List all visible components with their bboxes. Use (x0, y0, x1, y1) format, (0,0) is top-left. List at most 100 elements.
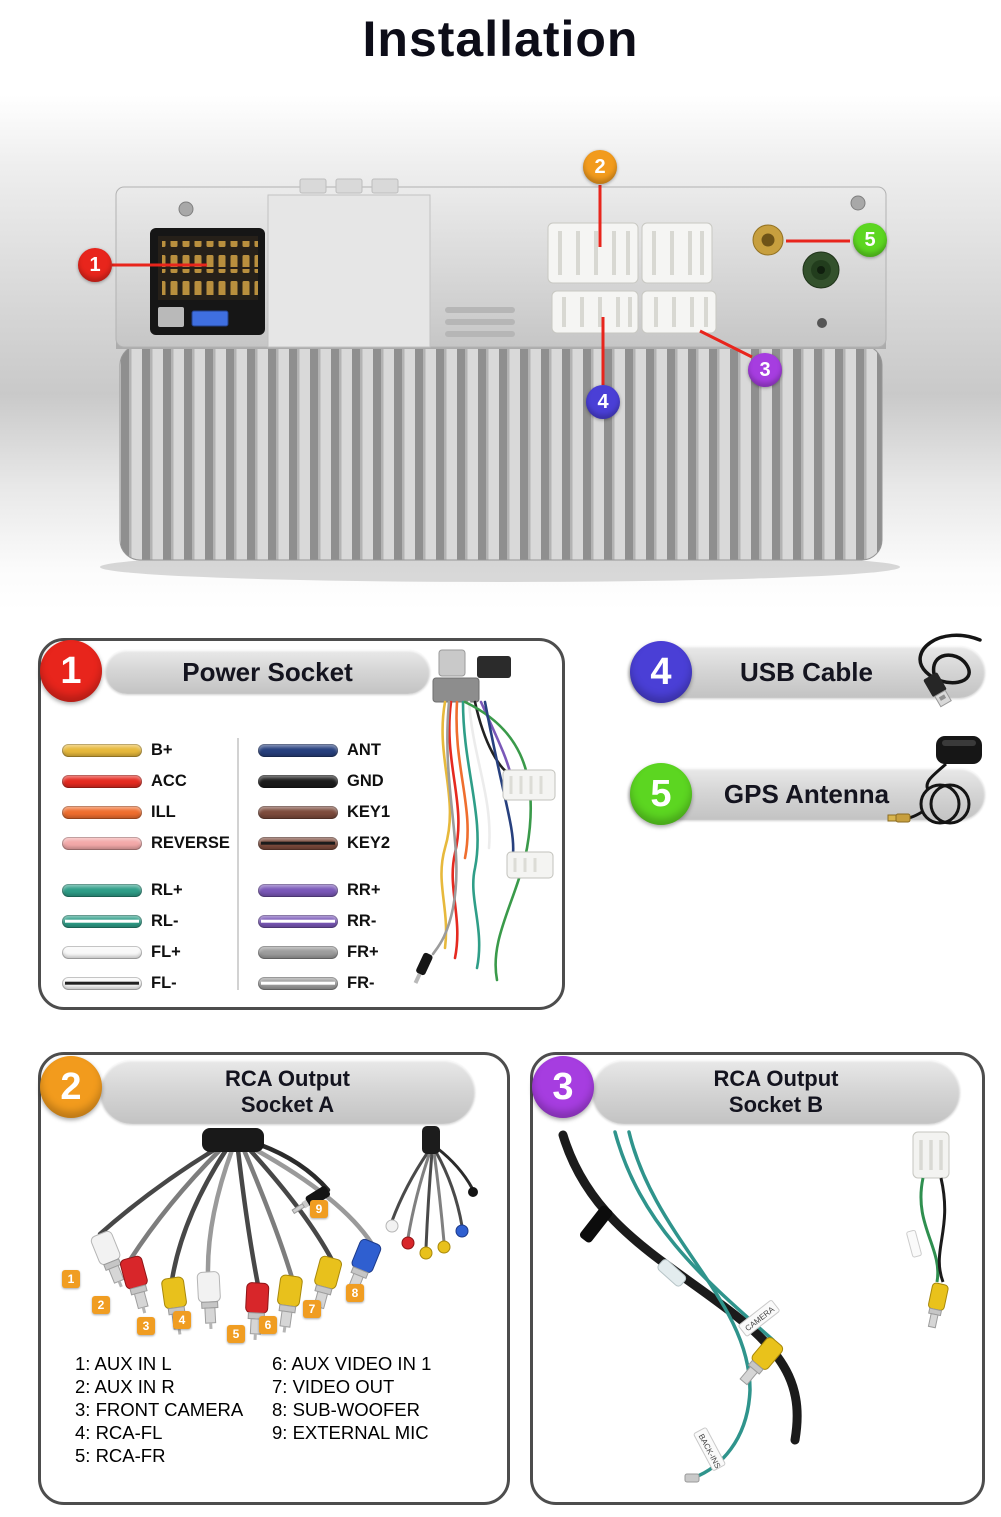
screw (178, 201, 194, 217)
usb-cable-icon (918, 633, 982, 708)
wire-row: RL- (62, 911, 230, 931)
wire-color-swatch (258, 743, 338, 757)
wire-row: GND (258, 771, 390, 791)
wire-label: ANT (347, 740, 381, 759)
rca-a-tag-8: 8 (346, 1284, 364, 1302)
callout-3: 3 (748, 353, 782, 387)
rca-socket-a-badge: 2 (40, 1056, 102, 1118)
legend-divider (237, 738, 239, 990)
wire-label: ACC (151, 771, 187, 790)
wire-color-swatch (258, 883, 338, 897)
wire-row: FR+ (258, 942, 390, 962)
rca-a-tag-6: 6 (259, 1316, 277, 1334)
wire-label: FL+ (151, 942, 181, 961)
wire-label: REVERSE (151, 833, 230, 852)
callout-1: 1 (78, 248, 112, 282)
wire-color-swatch (62, 805, 142, 819)
rca-a-tag-5: 5 (227, 1325, 245, 1343)
wire-row: RR- (258, 911, 390, 931)
wire-label: ILL (151, 802, 176, 821)
legend-entry: 8: SUB-WOOFER (272, 1399, 421, 1420)
wire-color-swatch (62, 976, 142, 990)
rca-a-tag-3: 3 (137, 1317, 155, 1335)
rca-socket-b-section (530, 1052, 985, 1505)
legend-entry: 9: EXTERNAL MIC (272, 1422, 429, 1443)
aux-jack (413, 952, 433, 984)
wire-row: B+ (62, 740, 230, 760)
wire-color-swatch (62, 914, 142, 928)
wire-color-swatch (258, 774, 338, 788)
screw (850, 195, 866, 211)
wire-label: FR+ (347, 942, 379, 961)
legend-entry: 4: RCA-FL (75, 1422, 163, 1443)
wire-color-swatch (62, 774, 142, 788)
wire-color-swatch (62, 883, 142, 897)
wire-color-swatch (258, 945, 338, 959)
gps-antenna-icon (887, 736, 982, 825)
power-socket-title: Power Socket (105, 650, 430, 694)
page-title: Installation (362, 11, 639, 67)
wire-color-swatch (62, 945, 142, 959)
wire-label: RR+ (347, 880, 381, 899)
legend-entry: 1: AUX IN L (75, 1353, 172, 1374)
rca-b-title-line1: RCA Output (713, 1066, 839, 1092)
wire-row: FR- (258, 973, 390, 993)
wire-label: FR- (347, 973, 375, 992)
rca-socket-b-connector (551, 290, 717, 334)
legend-entry: 6: AUX VIDEO IN 1 (272, 1353, 432, 1374)
wire-legend-left: B+ ACC ILL REVERSE RL+ RL- FL+ FL- (62, 740, 230, 1004)
wire-color-swatch (62, 743, 142, 757)
callout-lines (112, 185, 850, 385)
rca-b-title-line2: Socket B (728, 1092, 824, 1117)
wire-label: B+ (151, 740, 173, 759)
wire-row: RR+ (258, 880, 390, 900)
wire-row: ANT (258, 740, 390, 760)
wire-row: ACC (62, 771, 230, 791)
callout-2: 2 (583, 150, 617, 184)
rca-socket-a-title: RCA Output Socket A (100, 1060, 475, 1124)
power-socket-badge: 1 (40, 640, 102, 702)
wire-color-swatch (258, 805, 338, 819)
wire-label: GND (347, 771, 384, 790)
legend-entry: 5: RCA-FR (75, 1445, 166, 1466)
rca-socket-b-badge: 3 (532, 1056, 594, 1118)
wire-label: RL- (151, 911, 179, 930)
rca-a-title-line2: Socket A (240, 1092, 335, 1117)
back-ins-wire-tag: BACK-INS (693, 1427, 726, 1471)
rca-a-title-line1: RCA Output (224, 1066, 351, 1092)
wire-row: REVERSE (62, 833, 230, 853)
legend-entry: 7: VIDEO OUT (272, 1376, 395, 1397)
wire-row: FL- (62, 973, 230, 993)
rca-bundle-a-secondary (385, 1126, 478, 1260)
rear-panel-photo: 1 2 3 4 5 (0, 95, 1001, 610)
wire-row: KEY1 (258, 802, 390, 822)
rca-a-tag-9: 9 (310, 1200, 328, 1218)
head-unit-rear-illustration (100, 178, 900, 582)
wire-color-swatch (258, 914, 338, 928)
gps-antenna-badge: 5 (630, 763, 692, 825)
power-harness-illustration (413, 649, 556, 984)
wire-label: FL- (151, 973, 177, 992)
wire-row: RL+ (62, 880, 230, 900)
wire-row: KEY2 (258, 833, 390, 853)
wire-row: ILL (62, 802, 230, 822)
legend-entry: 3: FRONT CAMERA (75, 1399, 244, 1420)
rca-socket-a-connector (547, 222, 713, 284)
fuse (191, 310, 229, 327)
wire-label: RL+ (151, 880, 183, 899)
callout-4: 4 (586, 385, 620, 419)
wire-color-swatch (258, 836, 338, 850)
wire-label: RR- (347, 911, 377, 930)
wire-color-swatch (258, 976, 338, 990)
wire-row: FL+ (62, 942, 230, 962)
rca-socket-b-title: RCA Output Socket B (592, 1060, 960, 1124)
wire-color-swatch (62, 836, 142, 850)
rca-a-tag-1: 1 (62, 1270, 80, 1288)
wire-label: KEY1 (347, 802, 391, 821)
tuner-module (267, 194, 431, 348)
rca-bundle-a-illustration (90, 1128, 382, 1341)
